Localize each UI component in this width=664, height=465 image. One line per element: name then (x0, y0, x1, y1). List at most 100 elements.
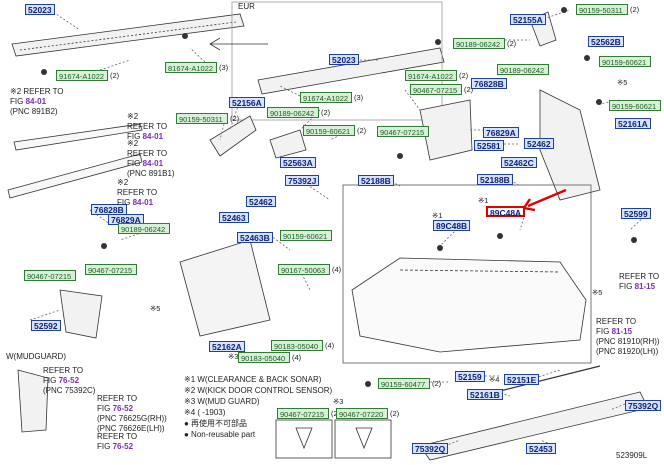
part-label-p91674r[interactable]: 91674-A1022 (405, 70, 457, 81)
part-label-p75392J[interactable]: 75392J (285, 175, 320, 186)
part-label-p91674m[interactable]: 91674-A1022 (300, 92, 352, 103)
part-label-p90159c[interactable]: 90159-60621 (609, 100, 661, 111)
part-label-p76828Ba[interactable]: 76828B (471, 78, 507, 89)
figure-link[interactable]: 84-01 (132, 198, 154, 207)
part-label-p90183b[interactable]: 90183-05040 (238, 352, 290, 363)
part-label-p52161A[interactable]: 52161A (615, 118, 651, 129)
part-label-p90467c[interactable]: 90467-07215 (24, 270, 76, 281)
part-quantity: (2) (507, 39, 517, 48)
part-label-p52161B[interactable]: 52161B (467, 389, 503, 400)
part-label-p52463[interactable]: 52463 (219, 212, 249, 223)
refer-line: REFER TO (127, 149, 168, 158)
note-line: ● Non-reusable part (184, 430, 256, 439)
part-label-p90467e[interactable]: 90467-07215 (277, 408, 329, 419)
part-label-p81674[interactable]: 81674-A1022 (165, 62, 217, 73)
figure-link[interactable]: 76-52 (112, 442, 134, 451)
part-label-p90183a[interactable]: 90183-05040 (271, 340, 323, 351)
part-label-p91674l[interactable]: 91674-A1022 (56, 70, 108, 81)
refer-line: (PNC 75392C) (43, 386, 96, 395)
part-label-p90189c[interactable]: 90189-06242 (267, 107, 319, 118)
eur-frame (231, 1, 443, 121)
part-label-p52188Bb[interactable]: 52188B (477, 174, 513, 185)
note-line: ● 再使用不可部品 (184, 419, 248, 428)
part-label-p89C48A[interactable]: 89C48A (486, 206, 526, 218)
part-label-p75392Qa[interactable]: 75392Q (625, 400, 662, 411)
part-label-p90467d[interactable]: 90467-07215 (85, 264, 137, 275)
part-quantity: (3) (354, 93, 364, 102)
clip-box-2 (334, 419, 392, 459)
part-label-p90467a[interactable]: 90467-07215 (410, 84, 462, 95)
part-label-p52562B[interactable]: 52562B (588, 36, 624, 47)
refer-line: FIG 84-01 (127, 159, 164, 168)
refer-line: REFER TO (619, 272, 660, 281)
part-label-p76829Aa[interactable]: 76829A (483, 127, 519, 138)
legend-notes: ※1 W(CLEARANCE & BACK SONAR) ※2 W(KICK D… (184, 374, 332, 440)
refer-line: FIG 84-01 (127, 132, 164, 141)
part-quantity: (2) (230, 114, 240, 123)
part-label-p90467f[interactable]: 90467-07220 (336, 408, 388, 419)
part-label-p52162A[interactable]: 52162A (209, 341, 245, 352)
figure-link[interactable]: 81-15 (611, 327, 633, 336)
refer-line: REFER TO (97, 394, 138, 403)
part-label-p52453[interactable]: 52453 (526, 443, 556, 454)
sensor-bracket-lower (7, 153, 143, 199)
part-label-p90189b[interactable]: 90189-06242 (118, 223, 170, 234)
part-label-p52023a[interactable]: 52023 (25, 4, 55, 15)
part-label-p90467b[interactable]: 90467-07215 (377, 126, 429, 137)
part-label-p52462b[interactable]: 52462 (246, 196, 276, 207)
refer-line: (PNC 891B2) (10, 107, 58, 116)
figure-link[interactable]: 84-01 (25, 97, 47, 106)
part-label-p52463B[interactable]: 52463B (237, 232, 273, 243)
refer-line: (PNC 76626E(LH)) (97, 424, 165, 433)
part-label-p90159a[interactable]: 90159-50311 (576, 4, 628, 15)
part-label-p52592[interactable]: 52592 (31, 320, 61, 331)
mudguard-52592 (59, 289, 103, 339)
refer-line: FIG 84-01 (117, 198, 154, 207)
part-label-p52462a[interactable]: 52462 (524, 138, 554, 149)
note-marker: ※1 (432, 211, 443, 220)
part-label-p52159[interactable]: 52159 (455, 371, 485, 382)
part-label-p52188Ba[interactable]: 52188B (358, 175, 394, 186)
part-label-p89C48B[interactable]: 89C48B (433, 220, 471, 231)
part-label-p90159f[interactable]: 90159-60621 (280, 230, 332, 241)
part-label-p90167[interactable]: 90167-50063 (278, 264, 330, 275)
part-label-p52462C[interactable]: 52462C (501, 157, 537, 168)
part-quantity: (2) (459, 71, 469, 80)
figure-link[interactable]: 84-01 (142, 159, 164, 168)
reinforcement-bar-left (11, 13, 245, 57)
note-marker: ※5 (617, 78, 628, 87)
refer-line: (PNC 891B1) (127, 169, 175, 178)
refer-line: FIG 76-52 (97, 404, 134, 413)
part-label-p90189m[interactable]: 90189-06242 (497, 64, 549, 75)
part-label-p90189t[interactable]: 90189-06242 (453, 38, 505, 49)
refer-line: FIG 76-52 (43, 376, 80, 385)
part-quantity: (2) (464, 85, 474, 94)
part-label-p90159g[interactable]: 90159-60477 (378, 378, 430, 389)
part-label-p52156A[interactable]: 52156A (229, 97, 265, 108)
figure-link[interactable]: 84-01 (142, 132, 164, 141)
refer-line: FIG 81-15 (619, 282, 656, 291)
part-label-p90159b[interactable]: 90159-60621 (599, 56, 651, 67)
part-label-p52563A[interactable]: 52563A (280, 157, 316, 168)
part-label-p52155A[interactable]: 52155A (510, 14, 546, 25)
figure-link[interactable]: 76-52 (58, 376, 80, 385)
part-label-p52581[interactable]: 52581 (474, 140, 504, 151)
refer-line: FIG 84-01 (10, 97, 47, 106)
part-quantity: (2) (630, 5, 640, 14)
refer-line: ※2 (127, 139, 139, 148)
part-label-p52599[interactable]: 52599 (621, 208, 651, 219)
figure-link[interactable]: 76-52 (112, 404, 134, 413)
part-label-p75392Qb[interactable]: 75392Q (412, 443, 449, 454)
note-line: ※4 ( -1903) (184, 408, 226, 417)
note-marker: ※5 (150, 304, 161, 313)
part-label-p90159d[interactable]: 90159-50311 (176, 113, 228, 124)
figure-link[interactable]: 81-15 (634, 282, 656, 291)
part-label-p52151E[interactable]: 52151E (504, 374, 540, 385)
part-label-p52023b[interactable]: 52023 (329, 54, 359, 65)
part-label-p90159e[interactable]: 90159-60621 (303, 125, 355, 136)
